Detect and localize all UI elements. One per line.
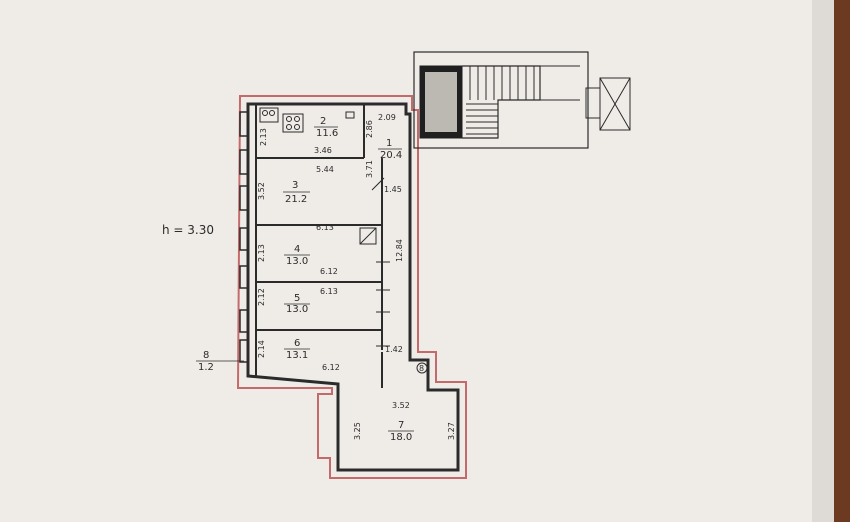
room-5-number: 5: [294, 293, 300, 304]
wooden-edge: [834, 0, 850, 522]
room-3-area: 21.2: [285, 194, 307, 205]
room-8-symbol: [416, 362, 428, 374]
room-5-area: 13.0: [286, 304, 308, 315]
room-1-area: 20.4: [380, 150, 402, 161]
dim-1-45: 1.45: [384, 185, 402, 194]
dim-6-13-b: 6.13: [320, 287, 338, 296]
paper-sheet: [0, 0, 826, 522]
apartment-outline: [236, 95, 467, 479]
left-wall-windows: [239, 111, 249, 363]
dim-6-13-a: 6.13: [316, 223, 334, 232]
stove-icon: [259, 107, 355, 133]
dim-3-71: 3.71: [365, 160, 374, 178]
dim-3-46: 3.46: [314, 146, 332, 155]
room-3-number: 3: [292, 180, 298, 191]
dim-2-13-mid: 2.13: [257, 244, 266, 262]
room-2-area: 11.6: [316, 128, 338, 139]
dim-6-12-a: 6.12: [320, 267, 338, 276]
chimney-icon: [359, 227, 377, 245]
dim-2-13-top: 2.13: [259, 128, 268, 146]
dim-12-84: 12.84: [395, 239, 404, 262]
room-2-number: 2: [320, 116, 326, 127]
room-7-area: 18.0: [390, 432, 412, 443]
room-6-number: 6: [294, 338, 300, 349]
room-4-number: 4: [294, 244, 300, 255]
staircase: [413, 51, 631, 149]
dim-1-42: 1.42: [385, 345, 403, 354]
room-8-symbol-label: 8: [419, 364, 424, 373]
room-8-number: 8: [203, 350, 209, 361]
dim-3-25: 3.25: [353, 422, 362, 440]
interior-walls: [255, 104, 383, 388]
dim-3-52-bottom: 3.52: [392, 401, 410, 410]
dim-5-44: 5.44: [316, 165, 334, 174]
dim-2-14: 2.14: [257, 340, 266, 358]
dim-6-12-b: 6.12: [322, 363, 340, 372]
room-1-number: 1: [386, 138, 392, 149]
room-7-number: 7: [398, 420, 404, 431]
dim-2-86: 2.86: [365, 120, 374, 138]
room-4-area: 13.0: [286, 256, 308, 267]
dim-2-12: 2.12: [257, 288, 266, 306]
ceiling-height-label: h = 3.30: [162, 223, 214, 237]
dim-3-27: 3.27: [447, 422, 456, 440]
dim-3-52-left: 3.52: [257, 182, 266, 200]
room-8-area: 1.2: [198, 362, 214, 373]
apartment-wall: [246, 102, 460, 472]
corridor-ticks: [371, 177, 390, 347]
dim-2-09: 2.09: [378, 113, 396, 122]
paper-shadow: [812, 0, 834, 522]
room-6-area: 13.1: [286, 350, 308, 361]
